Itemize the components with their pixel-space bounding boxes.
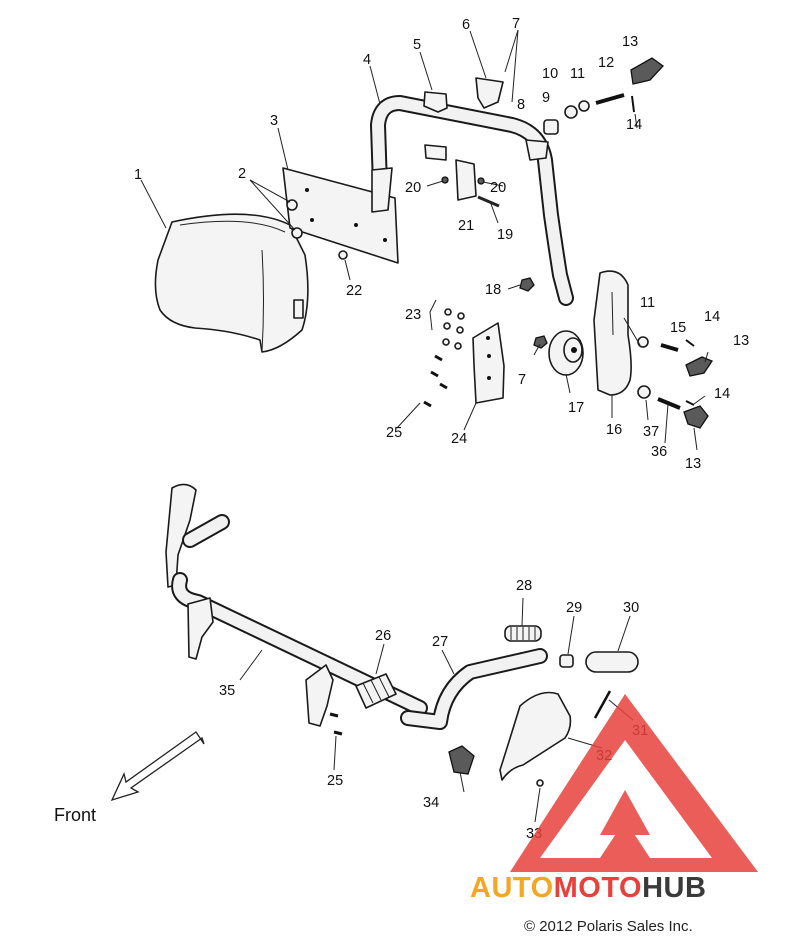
part-30-grip	[585, 651, 639, 673]
part-22-fastener	[338, 250, 348, 260]
part-4-handle-tube	[370, 95, 574, 306]
lower-mount-bracket	[305, 664, 334, 727]
callout-label: 2	[238, 166, 246, 182]
callout-label: 6	[462, 17, 470, 33]
clamp-lower	[424, 144, 447, 161]
callout-label: 20	[490, 180, 506, 196]
callout-label: 23	[405, 307, 421, 323]
part-37-washer	[637, 385, 651, 399]
watermark-triangle-icon	[510, 694, 758, 872]
part-25-rivets-lower	[329, 712, 343, 736]
part-35-lower-tube	[165, 483, 428, 716]
callout-label: 30	[623, 600, 639, 616]
part-21-bracket	[455, 159, 477, 201]
part-23-bolts	[442, 308, 465, 350]
callout-label: 9	[542, 90, 550, 106]
part-10-washer	[564, 105, 578, 119]
part-8-clamp	[525, 139, 549, 161]
callout-label: 10	[542, 66, 558, 82]
part-28-spring	[504, 625, 542, 642]
part-32-grip	[499, 691, 572, 781]
watermark-part-auto: AUTO	[470, 872, 554, 904]
part-13-clip-mid	[685, 356, 713, 377]
part-13-clip	[630, 57, 664, 85]
part-25-rivets-upper	[423, 354, 448, 408]
part-29-bushing	[559, 654, 574, 668]
callout-label: 13	[622, 34, 638, 50]
part-6-bracket	[475, 77, 504, 109]
callout-label: 14	[704, 309, 720, 325]
copyright-notice: © 2012 Polaris Sales Inc.	[524, 918, 693, 935]
callout-label: 28	[516, 578, 532, 594]
part-19-bolt	[477, 195, 500, 208]
watermark-logo	[510, 694, 758, 872]
part-26-sleeve	[355, 673, 397, 709]
part-13-clip-lower	[683, 405, 709, 429]
callout-label: 15	[670, 320, 686, 336]
part-11-washer	[578, 100, 590, 112]
part-14-pin-lower	[685, 400, 695, 406]
part-16-grip	[593, 270, 632, 396]
part-14-pin-mid	[685, 339, 695, 347]
front-label: Front	[54, 805, 97, 825]
part-33-bolt	[536, 779, 544, 787]
watermark-part-hub: HUB	[642, 872, 706, 904]
part-1-cargo-box	[154, 213, 309, 353]
part-27-tube	[400, 648, 548, 730]
callout-label: 19	[497, 227, 513, 243]
front-arrow	[110, 731, 205, 802]
callout-label: 21	[458, 218, 474, 234]
part-34-knob	[448, 745, 475, 775]
callout-label: 35	[219, 683, 235, 699]
callout-label: 3	[270, 113, 278, 129]
watermark-part-moto: MOTO	[554, 872, 642, 904]
callout-label: 27	[432, 634, 448, 650]
part-31-pin	[593, 690, 612, 719]
part-20-nut-left	[441, 176, 449, 184]
part-18-nut	[519, 277, 535, 292]
callout-label: 14	[626, 117, 642, 133]
callout-label: 5	[413, 37, 421, 53]
callout-label: 7	[518, 372, 526, 388]
callout-label: 1	[134, 167, 142, 183]
part-9-spacer	[543, 119, 559, 135]
callout-label: 11	[570, 66, 585, 82]
part-14-pin	[631, 95, 635, 113]
callout-label: 11	[640, 295, 655, 311]
callout-label: 26	[375, 628, 391, 644]
part-12-pin	[595, 93, 625, 105]
callout-label: 14	[714, 386, 730, 402]
callout-label: 8	[517, 97, 525, 113]
part-15-pin	[660, 343, 679, 352]
callout-label: 22	[346, 283, 362, 299]
callout-label: 16	[606, 422, 622, 438]
callout-label: 24	[451, 431, 467, 447]
watermark-text: AUTOMOTOHUB	[470, 872, 706, 904]
part-2-knobs	[286, 199, 303, 239]
callout-label: 29	[566, 600, 582, 616]
part-5-clamp	[423, 91, 448, 113]
callout-label: 34	[423, 795, 439, 811]
callout-label: 36	[651, 444, 667, 460]
callout-label: 7	[512, 16, 520, 32]
callout-label: 25	[327, 773, 343, 789]
callout-label: 13	[685, 456, 701, 472]
callouts: 1 2 3 4 5 6 7 8 9 10 11 12 13 14 20 20 2…	[134, 16, 749, 842]
callout-label: 37	[643, 424, 659, 440]
part-20-nut-right	[477, 177, 485, 185]
part-36-pin	[657, 397, 681, 410]
callout-label: 13	[733, 333, 749, 349]
callout-label: 18	[485, 282, 501, 298]
part-11-washer-lower	[637, 336, 649, 348]
callout-label: 17	[568, 400, 584, 416]
callout-label: 25	[386, 425, 402, 441]
callout-label: 4	[363, 52, 371, 68]
callout-label: 20	[405, 180, 421, 196]
callout-label: 12	[598, 55, 614, 71]
part-7-nut	[533, 335, 548, 349]
part-24-plate	[472, 322, 505, 404]
part-17-wheel	[548, 330, 584, 376]
